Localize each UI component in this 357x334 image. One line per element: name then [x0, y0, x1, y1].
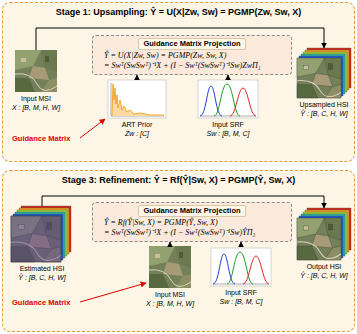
chart-node: Input SRFSw : [B, M, C]	[190, 80, 266, 138]
projection-box: Guidance Matrix ProjectionŶ = Rf(Ŷ|Sw, X…	[92, 202, 292, 242]
shape-caption: Ŷ : [B, C, H, W]	[294, 109, 354, 118]
image-space	[102, 80, 172, 120]
box-heading: Guidance Matrix Projection	[138, 38, 245, 50]
image-caption: Upsampled HSI	[294, 100, 354, 109]
stage-panel: Stage 3: Refinement: Ŷ = Rf(Ŷ|Sw, X) = P…	[2, 170, 355, 332]
image-space	[6, 206, 78, 264]
shape-caption: Ŷ : [B, C, H, W]	[294, 271, 354, 280]
image-caption: Input MSI	[6, 94, 66, 103]
image-space	[190, 80, 266, 120]
image-caption: Input SRF	[190, 120, 266, 129]
formula: Ŷ = U(X|Zw, Sw) = PGMP(Zw, Sw, X)	[96, 51, 288, 61]
srf-chart	[211, 248, 271, 286]
hsi-cube	[11, 206, 71, 262]
flow-arrow	[137, 75, 138, 80]
msi-image	[15, 50, 57, 92]
guidance-label: Guidance Matrix	[12, 298, 70, 307]
flow-arrow	[228, 75, 229, 80]
stage-title: Stage 1: Upsampling: Ŷ = U(X|Zw, Sw) = P…	[3, 7, 354, 17]
box-fill	[92, 35, 292, 75]
image-node: Input MSIX : [B, M, H, W]	[140, 246, 200, 308]
box-fill	[92, 202, 292, 242]
image-space	[140, 246, 200, 290]
chart-node: Input SRFSw : [B, M, C]	[206, 246, 276, 306]
image-space	[6, 50, 66, 94]
guidance-label: Guidance Matrix	[12, 134, 70, 143]
shape-caption: Sw : [B, M, C]	[190, 129, 266, 138]
flow-arrow	[170, 242, 171, 246]
image-caption: Estimated HSI	[6, 264, 78, 273]
image-space	[206, 246, 276, 288]
pointer-arrow	[80, 283, 146, 302]
image-node: Input MSIX : [B, M, H, W]	[6, 50, 66, 112]
stage-title: Stage 3: Refinement: Ŷ = Rf(Ŷ|Sw, X) = P…	[3, 175, 354, 185]
hsi-cube	[297, 208, 351, 260]
image-caption: ART Prior	[102, 120, 172, 129]
flow-arrow	[241, 242, 242, 246]
hsi-cube	[297, 48, 351, 98]
formula: = Swᵀ(SwSwᵀ)⁻¹X + (I − Swᵀ(SwSwᵀ)⁻¹Sw)ŶΠ…	[96, 228, 288, 238]
chart-node: ART PriorZw : [C]	[102, 80, 172, 138]
shape-caption: X : [B, M, H, W]	[6, 103, 66, 112]
msi-image	[149, 246, 191, 288]
image-caption: Input SRF	[206, 288, 276, 297]
flow-arrow	[36, 28, 324, 50]
art-prior-chart	[108, 80, 166, 118]
cube-node: Output HSIŶ : [B, C, H, W]	[294, 208, 354, 280]
srf-chart	[198, 80, 258, 118]
image-caption: Output HSI	[294, 262, 354, 271]
shape-caption: X : [B, M, H, W]	[140, 299, 200, 308]
cube-node: Estimated HSIŶ : [B, C, H, W]	[6, 206, 78, 282]
shape-caption: Sw : [B, M, C]	[206, 297, 276, 306]
panel-fill	[2, 2, 355, 162]
image-space	[294, 208, 354, 262]
formula: Ŷ = Rf(Ŷ|Sw, X) = PGMP(Ŷ, Sw, X)	[96, 218, 288, 228]
box-heading: Guidance Matrix Projection	[138, 205, 245, 217]
cube-node: Upsampled HSIŶ : [B, C, H, W]	[294, 48, 354, 118]
image-caption: Input MSI	[140, 290, 200, 299]
pointer-arrow	[80, 119, 105, 138]
shape-caption: Ŷ : [B, C, H, W]	[6, 273, 78, 282]
projection-box: Guidance Matrix ProjectionŶ = U(X|Zw, Sw…	[92, 35, 292, 75]
panel-fill	[2, 170, 355, 332]
image-space	[294, 48, 354, 100]
formula: = Swᵀ(SwSwᵀ)⁻¹X + (I − Swᵀ(SwSwᵀ)⁻¹Sw)Zw…	[96, 61, 288, 71]
shape-caption: Zw : [C]	[102, 129, 172, 138]
